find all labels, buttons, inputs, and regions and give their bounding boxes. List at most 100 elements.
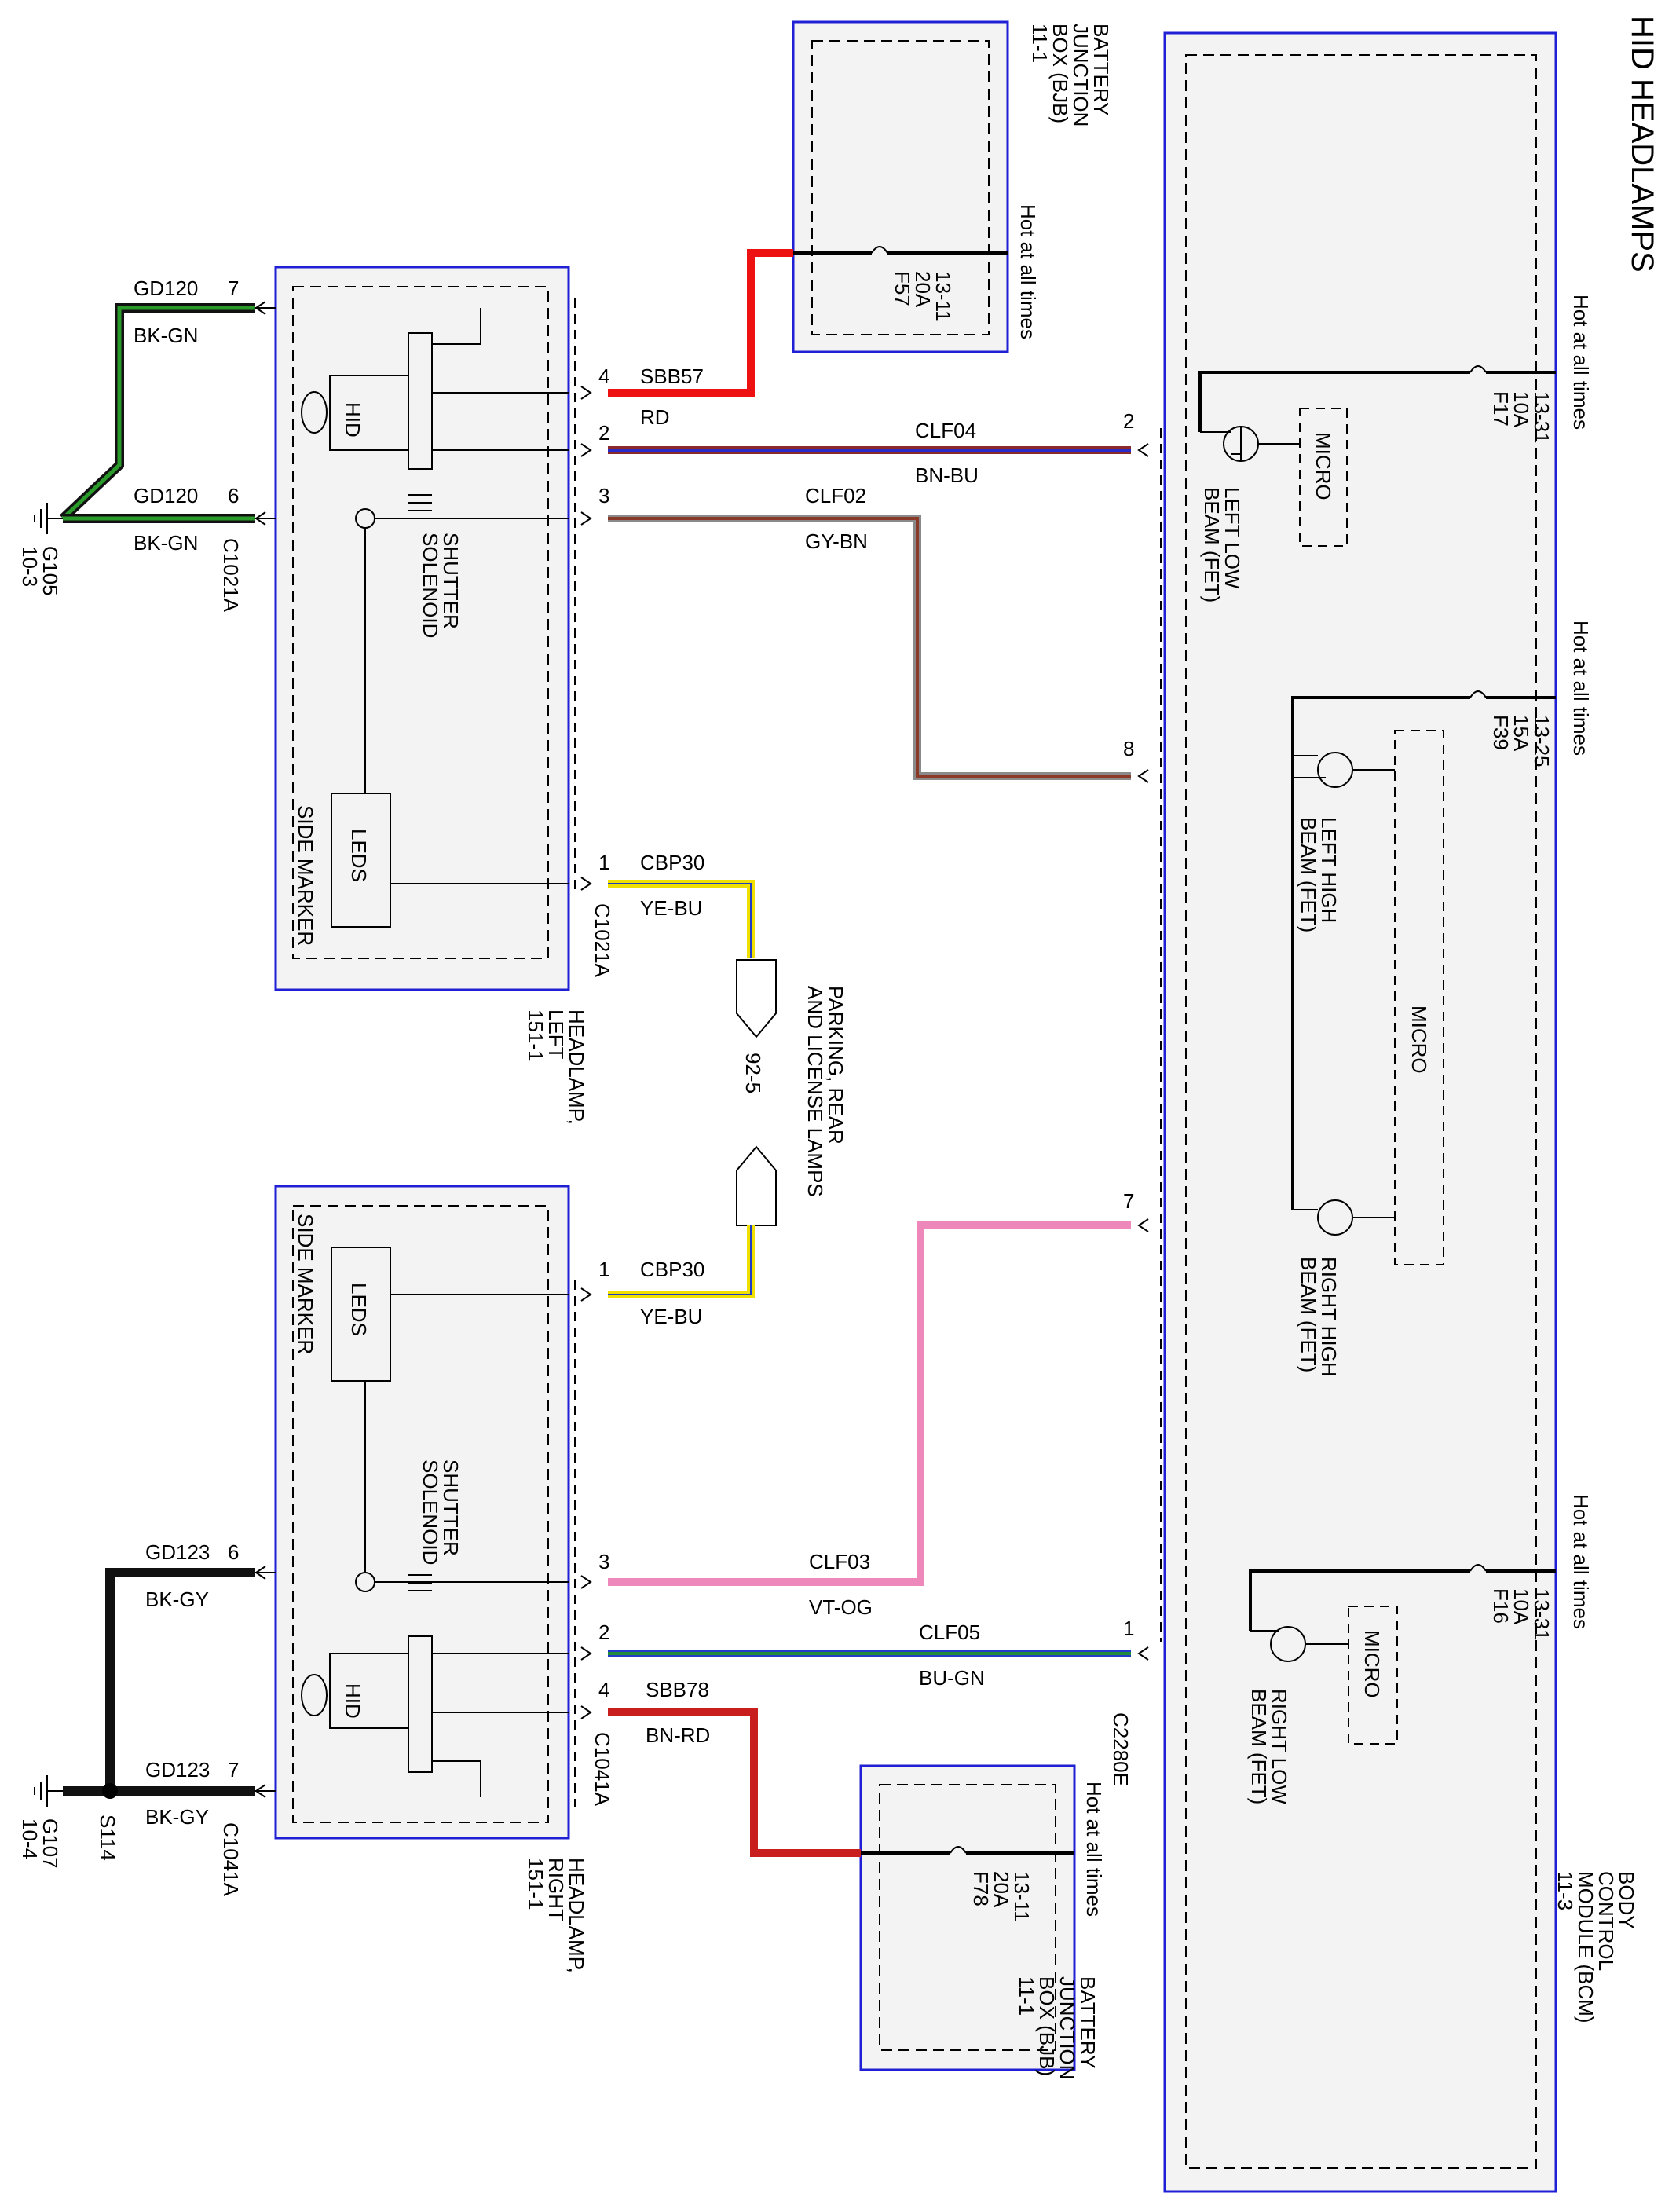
- micro-2-label: MICRO: [1407, 1005, 1431, 1074]
- svg-text:BOX (BJB): BOX (BJB): [1035, 1976, 1059, 2076]
- splice-s114-label: S114: [96, 1815, 119, 1861]
- svg-text:10-4: 10-4: [18, 1818, 42, 1859]
- fuse-f78-symbol: [950, 1846, 967, 1854]
- svg-text:13-11: 13-11: [931, 271, 955, 322]
- solenoid-coil-right-icon: [408, 1574, 432, 1591]
- ground-g107-icon: [34, 1775, 63, 1807]
- wire-sbb78-circuit: SBB78: [646, 1678, 709, 1701]
- wire-clf02-stripe: [608, 517, 1131, 778]
- side-marker-right-label: SIDE MARKER: [294, 1214, 317, 1354]
- headlamp-left-inner: [292, 286, 549, 959]
- svg-text:JUNCTION: JUNCTION: [1056, 1976, 1079, 2079]
- solenoid-coil-left-icon: [408, 494, 432, 511]
- wire-cbp30-right-color: YE-BU: [640, 1305, 702, 1328]
- hid-left-label: HID: [341, 402, 364, 438]
- svg-text:G107: G107: [38, 1818, 62, 1869]
- svg-text:BEAM (FET): BEAM (FET): [1297, 1257, 1320, 1372]
- headlamp-left-label: HEADLAMP, LEFT 151-1: [524, 1009, 588, 1125]
- wire-gd123-a-color: BK-GY: [145, 1588, 209, 1611]
- bcm-inner-boundary: [1185, 54, 1537, 2169]
- svg-text:11-1: 11-1: [1015, 1976, 1038, 2016]
- wire-gd120-a-circuit: GD120: [134, 276, 198, 300]
- bcm-feed-f39: [1291, 696, 1556, 1210]
- wire-sbb57-pin: 4: [598, 364, 609, 388]
- wire-gd123-b-pin: 7: [228, 1758, 239, 1782]
- wire-gd120-b-color: BK-GN: [134, 531, 198, 555]
- fet-right-low-gate: [1250, 1630, 1348, 1645]
- svg-text:151-1: 151-1: [524, 1009, 547, 1062]
- wire-cbp30-left-stripe: [608, 883, 752, 958]
- fuse-f39-symbol: [1469, 690, 1487, 698]
- svg-text:HEADLAMP,: HEADLAMP,: [565, 1009, 588, 1125]
- headlamp-right-label: HEADLAMP, RIGHT 151-1: [524, 1858, 588, 1973]
- fet-left-high-gate: [1293, 755, 1395, 778]
- wire-cbp30-left: [608, 880, 755, 958]
- bcm-pin-8: 8: [1123, 737, 1134, 760]
- svg-text:10A: 10A: [1509, 1588, 1533, 1625]
- svg-text:F39: F39: [1489, 715, 1513, 750]
- wire-sbb57-color: RD: [640, 405, 670, 429]
- fuse-f16-label: F16 10A 13-31: [1489, 1588, 1553, 1641]
- headlamp-left-box: [274, 266, 570, 991]
- fuse-f16-symbol: [1469, 1564, 1487, 1572]
- svg-text:LEFT HIGH: LEFT HIGH: [1317, 817, 1341, 923]
- wire-gd123-b-color: BK-GY: [145, 1805, 209, 1829]
- splice-s114-icon: [102, 1783, 118, 1799]
- c1041a-label-top: C1041A: [591, 1732, 614, 1807]
- parking-page-ref: 92-5: [741, 1053, 765, 1093]
- fet-right-high-gate: [1293, 1209, 1395, 1218]
- bjb-right-inner: [879, 1784, 1056, 2051]
- svg-text:SHUTTER: SHUTTER: [439, 1459, 463, 1556]
- c2280e-label: C2280E: [1109, 1712, 1133, 1786]
- svg-text:151-1: 151-1: [524, 1858, 547, 1910]
- headlamp-right-inner: [292, 1205, 549, 1823]
- fet-left-low-gate: [1200, 427, 1300, 461]
- svg-text:BEAM (FET): BEAM (FET): [1247, 1689, 1271, 1804]
- micro-1-label: MICRO: [1312, 432, 1335, 500]
- micro-3-label: MICRO: [1360, 1630, 1384, 1698]
- wire-cbp30-right-circuit: CBP30: [640, 1258, 704, 1281]
- fuse-f57-symbol: [871, 246, 888, 254]
- wire-cbp30-right-pin: 1: [598, 1258, 609, 1281]
- svg-text:SHUTTER: SHUTTER: [439, 533, 463, 629]
- wire-clf02-pin: 3: [598, 484, 609, 507]
- wire-cbp30-left-circuit: CBP30: [640, 851, 704, 874]
- bjb-left-box: [792, 20, 1009, 353]
- leds-right-wiring: [364, 1294, 569, 1573]
- svg-text:BOX (BJB): BOX (BJB): [1048, 24, 1072, 123]
- wire-clf02: [608, 515, 1131, 780]
- fet-right-low-label: RIGHT LOW BEAM (FET): [1247, 1689, 1291, 1804]
- fuse-f78-label: F78 20A 13-11: [969, 1871, 1034, 1922]
- wire-gd120-a-stripe: [61, 306, 255, 520]
- svg-text:BATTERY: BATTERY: [1076, 1976, 1100, 2069]
- wire-gd123-b-circuit: GD123: [145, 1758, 210, 1782]
- hot-label-2: Hot at all times: [1569, 621, 1593, 756]
- fuse-f39-label: F39 15A 13-25: [1489, 715, 1553, 767]
- hid-bulb-right-icon: [301, 1674, 328, 1716]
- svg-text:15A: 15A: [1509, 715, 1533, 752]
- fuse-f57-label: F57 20A 13-11: [891, 271, 955, 322]
- micro-3-box: [1348, 1606, 1398, 1745]
- hid-bulb-left-icon: [301, 391, 328, 434]
- wire-clf03-circuit: CLF03: [809, 1550, 870, 1573]
- wire-clf05-pin: 2: [598, 1621, 609, 1644]
- wire-gd120-a-color: BK-GN: [134, 324, 198, 347]
- svg-text:CONTROL: CONTROL: [1594, 1871, 1618, 1971]
- page-title: HID HEADLAMPS: [1625, 16, 1660, 273]
- ground-g107-label: G107 10-4: [18, 1818, 62, 1869]
- micro-1-box: [1299, 408, 1348, 547]
- hot-label-3: Hot at all times: [1569, 1494, 1593, 1629]
- svg-text:BATTERY: BATTERY: [1089, 24, 1113, 116]
- c1021a-label-top: C1021A: [219, 538, 243, 613]
- fuse-f17-symbol: [1469, 365, 1487, 373]
- wire-clf03: [608, 1221, 1131, 1586]
- svg-text:F57: F57: [891, 271, 914, 306]
- wire-clf02-circuit: CLF02: [805, 484, 866, 507]
- bcm-feed-f16: [1249, 1569, 1556, 1631]
- c1041a-label-bottom: C1041A: [219, 1822, 243, 1897]
- hid-left-internal-wiring: [329, 308, 569, 451]
- bcm-pin-1: 1: [1123, 1617, 1134, 1640]
- svg-text:RIGHT LOW: RIGHT LOW: [1268, 1689, 1291, 1804]
- wire-gd123-a: [105, 1568, 255, 1791]
- svg-text:BODY: BODY: [1615, 1871, 1638, 1929]
